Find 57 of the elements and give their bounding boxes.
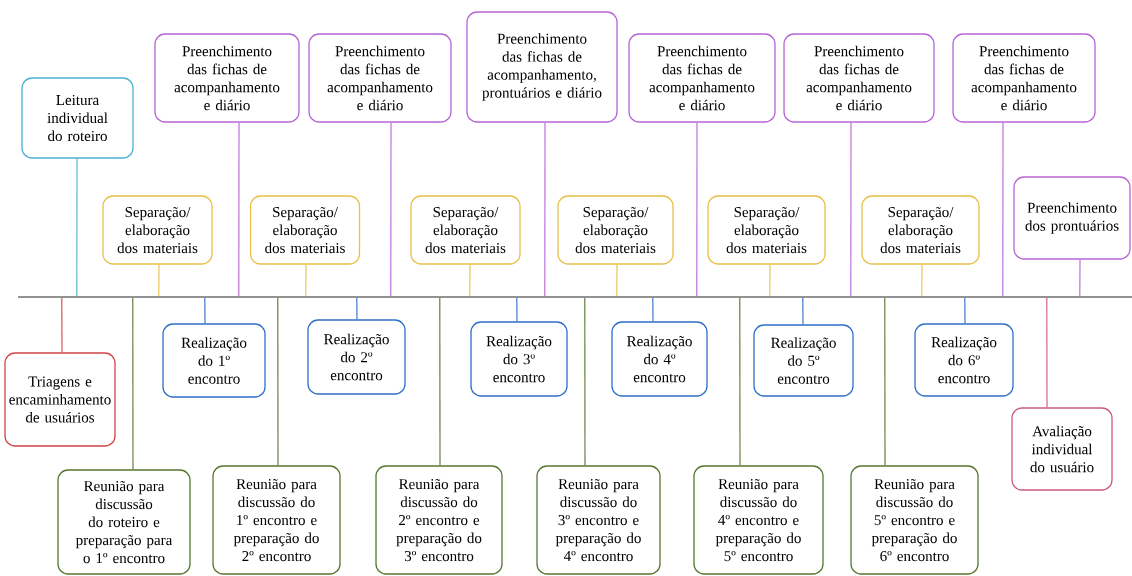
event-box: Leitura individual do roteiro <box>21 77 134 159</box>
event-box: Realização do 3º encontro <box>470 321 568 397</box>
event-box: Realização do 5º encontro <box>753 324 854 397</box>
event-box: Reunião para discussão do 3º encontro e preparação do 4º encontro <box>536 465 661 575</box>
connector-line <box>61 297 63 353</box>
connector-line <box>696 122 698 297</box>
event-box: Preenchimento das fichas de acompanhamento e diário <box>154 33 300 123</box>
event-box: Reunião para discussão do 4º encontro e preparação do 5º encontro <box>693 465 824 575</box>
connector-line <box>469 264 471 297</box>
event-box: Separação/ elaboração dos materiais <box>707 195 826 265</box>
connector-line <box>439 297 441 466</box>
event-box: Realização do 6º encontro <box>914 323 1014 397</box>
event-box: Avaliação individual do usuário <box>1011 407 1113 491</box>
connector-line <box>204 297 206 324</box>
event-box: Reunião para discussão do 1º encontro e preparação do 2º encontro <box>212 465 341 575</box>
connector-line <box>356 297 358 320</box>
connector-line <box>516 297 518 322</box>
connector-line <box>1046 297 1048 408</box>
event-box: Realização do 4º encontro <box>611 321 708 397</box>
connector-line <box>921 264 923 297</box>
connector-line <box>884 297 886 466</box>
connector-line <box>132 297 134 470</box>
connector-line <box>652 297 654 322</box>
event-box: Separação/ elaboração dos materiais <box>102 195 213 265</box>
connector-line <box>1079 259 1081 297</box>
event-box: Triagens e encaminhamento de usuários <box>4 352 116 447</box>
event-box: Separação/ elaboração dos materiais <box>861 195 980 265</box>
event-box: Separação/ elaboração dos materiais <box>557 195 674 265</box>
connector-line <box>802 297 804 325</box>
event-box: Preenchimento das fichas de acompanhamento e diário <box>952 33 1096 123</box>
event-box: Reunião para discussão do 2º encontro e preparação do 3º encontro <box>375 465 503 575</box>
connector-line <box>76 158 78 297</box>
connector-line <box>964 297 966 324</box>
connector-line <box>390 122 392 297</box>
event-box: Preenchimento dos prontuários <box>1013 176 1131 260</box>
connector-line <box>544 122 546 297</box>
timeline-axis <box>18 296 1132 298</box>
connector-line <box>238 122 240 297</box>
connector-line <box>305 264 307 297</box>
connector-line <box>616 264 618 297</box>
event-box: Separação/ elaboração dos materiais <box>410 195 521 265</box>
connector-line <box>277 297 279 466</box>
event-box: Reunião para discussão do 5º encontro e preparação do 6º encontro <box>850 465 979 575</box>
event-box: Preenchimento das fichas de acompanhamento, prontuários e diário <box>466 11 618 123</box>
event-box: Preenchimento das fichas de acompanhamento e diário <box>628 33 776 123</box>
event-box: Realização do 1º encontro <box>162 323 266 398</box>
event-box: Separação/ elaboração dos materiais <box>249 195 361 265</box>
connector-line <box>158 264 160 297</box>
connector-line <box>1002 122 1004 297</box>
connector-line <box>850 122 852 297</box>
connector-line <box>769 264 771 297</box>
connector-line <box>739 297 741 466</box>
connector-line <box>584 297 586 466</box>
event-box: Realização do 2º encontro <box>307 319 406 395</box>
event-box: Preenchimento das fichas de acompanhamento e diário <box>783 33 935 123</box>
event-box: Reunião para discussão do roteiro e preparação para o 1º encontro <box>57 469 191 575</box>
event-box: Preenchimento das fichas de acompanhamento e diário <box>308 33 452 123</box>
